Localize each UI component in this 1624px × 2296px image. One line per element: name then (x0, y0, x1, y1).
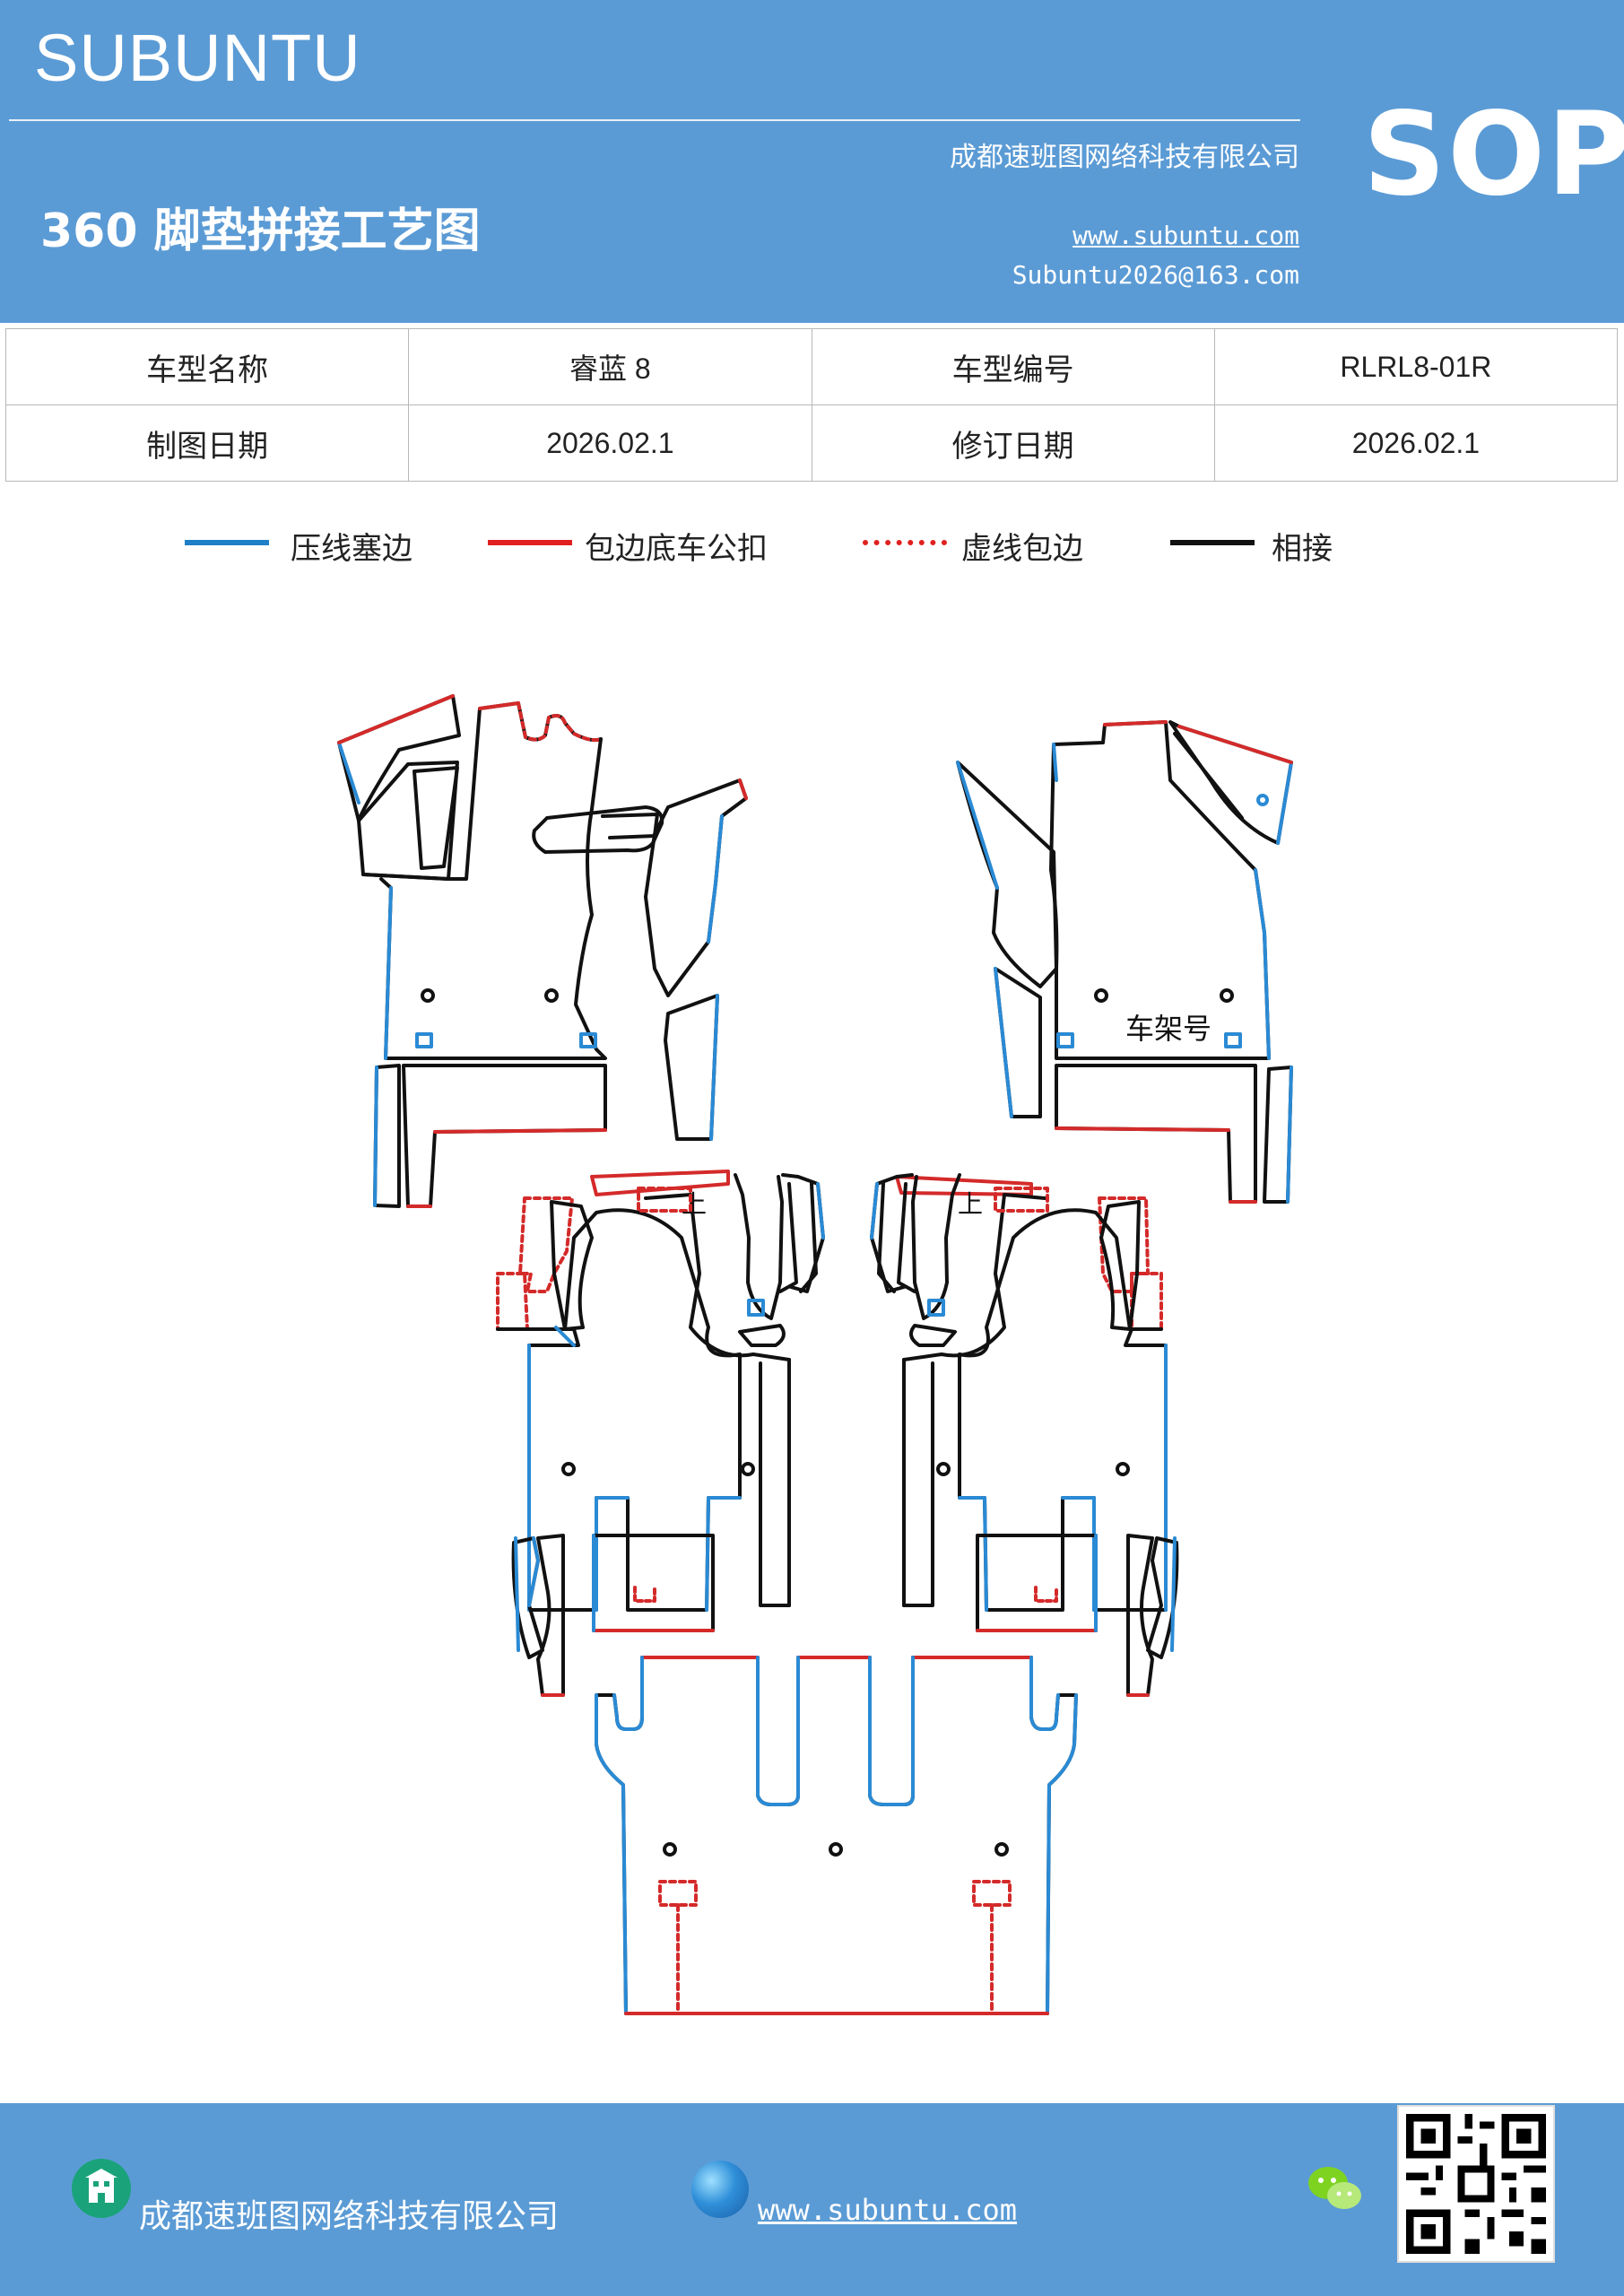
second-row-left-mat: 上 (496, 1170, 825, 1697)
front-left-mat (337, 694, 748, 1208)
footer-company-name: 成都速班图网络科技有限公司 (139, 2198, 560, 2235)
legend-swatch (1170, 540, 1255, 545)
model-name-label: 车型名称 (4, 328, 410, 405)
legend-swatch (863, 540, 947, 545)
up-mark: 上 (682, 1189, 707, 1219)
legend-label: 包边底车公扣 (585, 531, 768, 567)
qr-code[interactable] (1397, 2105, 1555, 2263)
legend-swatch (185, 540, 269, 545)
document-title: 360 脚垫拼接工艺图 (40, 204, 481, 258)
building-icon (72, 2159, 131, 2218)
floor-mat-diagram: 车架号 (337, 694, 1293, 2015)
header-website-link[interactable]: www.subuntu.com (1073, 221, 1299, 250)
rear-bench-mat (595, 1656, 1078, 2015)
revision-date-value: 2026.02.1 (1213, 404, 1619, 482)
legend-label: 压线塞边 (291, 531, 413, 567)
footer-banner: 成都速班图网络科技有限公司 www.subuntu.com (0, 2103, 1624, 2296)
header-banner: SUBUNTU 成都速班图网络科技有限公司 360 脚垫拼接工艺图 www.su… (0, 0, 1624, 323)
wechat-icon[interactable] (1305, 2161, 1364, 2215)
up-mark: 上 (958, 1189, 983, 1219)
header-divider (9, 119, 1300, 121)
draw-date-value: 2026.02.1 (408, 404, 812, 482)
vin-label: 车架号 (1125, 1012, 1211, 1046)
globe-icon (691, 2161, 749, 2218)
legend-label: 相接 (1272, 531, 1333, 567)
front-right-mat: 车架号 (956, 720, 1293, 1204)
second-row-right-mat: 上 (870, 1173, 1179, 1697)
brand-logo-text: SUBUNTU (34, 21, 361, 95)
header-company-name: 成都速班图网络科技有限公司 (950, 142, 1299, 173)
vehicle-info-table: 车型名称 睿蓝 8 车型编号 RLRL8-01R 制图日期 2026.02.1 … (4, 328, 1619, 482)
revision-date-label: 修订日期 (811, 404, 1215, 482)
footer-website-link[interactable]: www.subuntu.com (758, 2193, 1017, 2227)
legend-swatch (488, 540, 572, 545)
header-email[interactable]: Subuntu2026@163.com (1012, 260, 1299, 290)
model-code-label: 车型编号 (811, 328, 1215, 405)
sop-badge: SOP (1363, 88, 1624, 222)
model-code-value: RLRL8-01R (1213, 328, 1619, 405)
draw-date-label: 制图日期 (4, 404, 410, 482)
legend-label: 虚线包边 (961, 531, 1083, 567)
table-row: 制图日期 2026.02.1 修订日期 2026.02.1 (4, 404, 1619, 482)
model-name-value: 睿蓝 8 (408, 328, 812, 405)
table-row: 车型名称 睿蓝 8 车型编号 RLRL8-01R (4, 328, 1619, 405)
line-legend: 压线塞边 包边底车公扣 虚线包边 相接 (0, 520, 1624, 574)
